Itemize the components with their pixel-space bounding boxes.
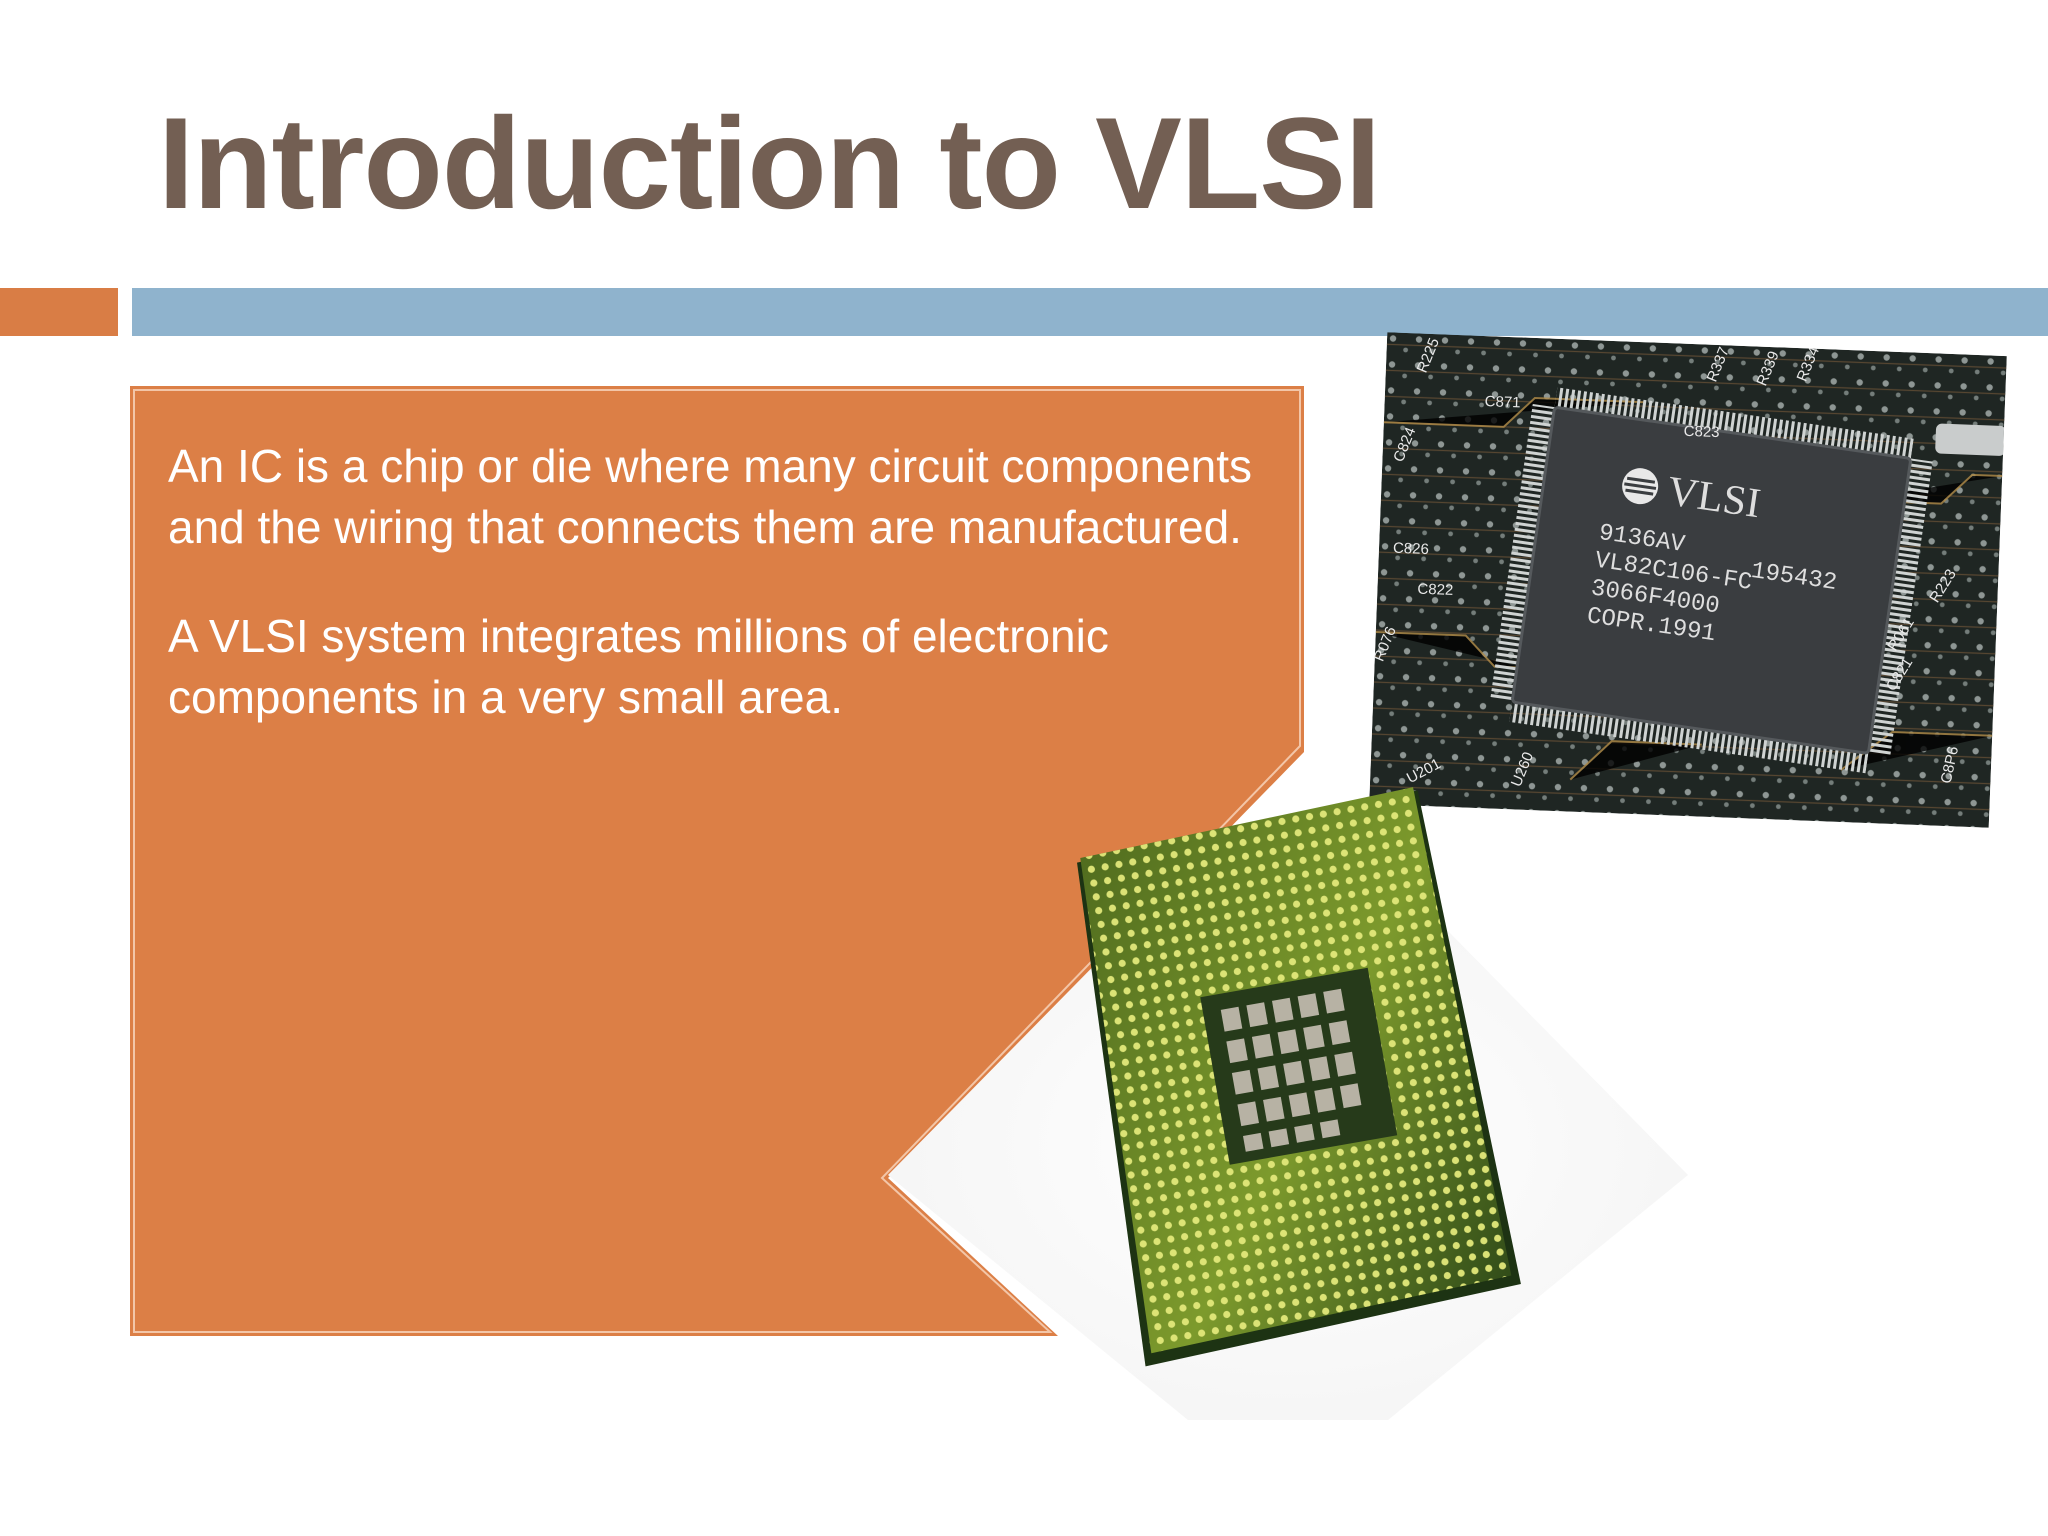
slide-title: Introduction to VLSI [158, 90, 1381, 236]
board-silkscreen-label: C826 [1393, 540, 1429, 558]
board-silkscreen-label: C822 [1417, 581, 1453, 599]
accent-bar-orange [0, 288, 118, 336]
paragraph-ic-definition: An IC is a chip or die where many circui… [168, 440, 1253, 553]
content-box: An IC is a chip or die where many circui… [130, 386, 1304, 1336]
paragraph-vlsi-definition: A VLSI system integrates millions of ele… [168, 610, 1109, 723]
circuit-board-icon: VLSI 9136AV 195432 VL82C106-FC 3066F4000… [1369, 332, 2007, 828]
content-text: An IC is a chip or die where many circui… [168, 436, 1278, 776]
content-box-shape [130, 386, 1304, 1336]
accent-bar-blue [132, 288, 2048, 336]
board-silkscreen-label: C871 [1484, 393, 1520, 411]
cpu-chip-photo [888, 730, 1708, 1420]
cpu-chip-icon [888, 787, 1688, 1420]
circuit-board-photo: VLSI 9136AV 195432 VL82C106-FC 3066F4000… [1369, 332, 2007, 828]
board-silkscreen-label: C823 [1683, 423, 1719, 441]
